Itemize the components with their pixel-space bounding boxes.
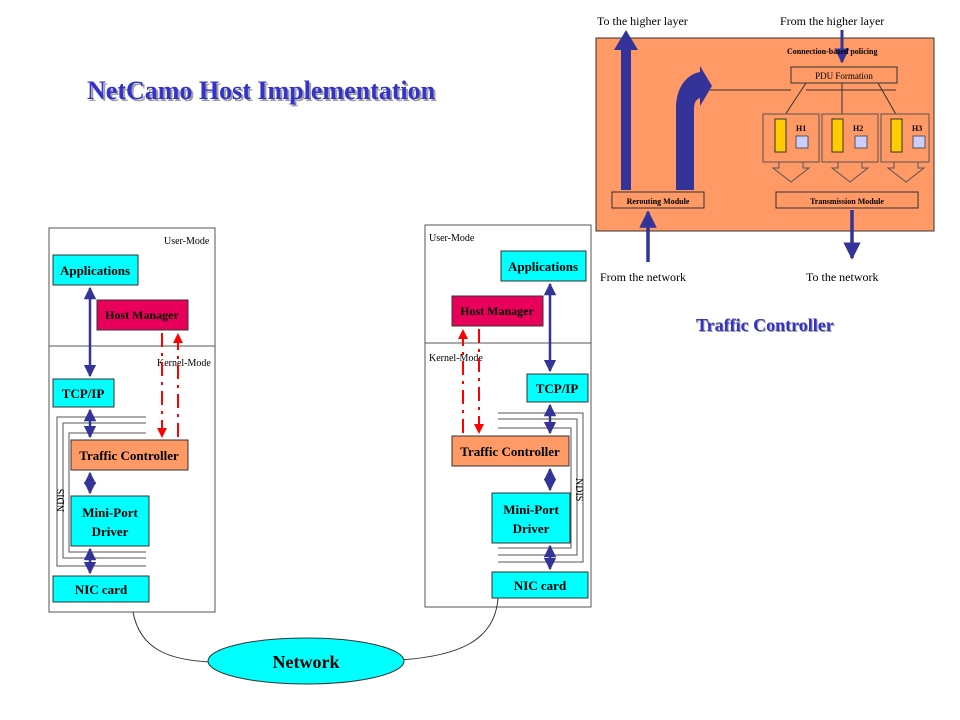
tc-rerouting-label: Rerouting Module: [627, 197, 690, 206]
host-1-miniport-box: [70, 495, 150, 547]
host-1-miniport-line2: Driver: [92, 524, 129, 539]
tc-queue-h1: H1: [762, 113, 820, 183]
host-2-ndis-label: NDIS: [573, 478, 584, 501]
host-1-applications-label: Applications: [60, 263, 130, 278]
page-title-shadow: NetCamo Host Implementation: [89, 78, 438, 107]
tc-queue-h2-label: H2: [853, 124, 863, 133]
host-2-applications-box: [500, 250, 587, 282]
tc-queue-h3-square: [912, 135, 926, 149]
host-2-traffic-controller-box: [451, 435, 570, 467]
host-1-host-manager-label: Host Manager: [105, 308, 179, 322]
host-1-tcpip-label: TCP/IP: [62, 386, 105, 401]
host-2-ndis-bracket-inner: [498, 418, 578, 556]
host-2-host-manager-label: Host Manager: [460, 304, 534, 318]
host-1-ndis-label: NDIS: [56, 489, 67, 512]
tc-queue-h2: H2: [821, 113, 879, 183]
tc-queue-h2-square: [854, 135, 868, 149]
host-2-miniport-box: [491, 492, 571, 544]
tc-to-higher-label: To the higher layer: [597, 14, 688, 28]
host-1-ndis-bracket: [56, 416, 146, 567]
tc-from-network-label: From the network: [600, 270, 686, 284]
tc-pdu-box: [790, 66, 898, 84]
tc-queue-h3: H3: [880, 113, 930, 183]
page-title: NetCamo Host Implementation: [87, 76, 436, 105]
host-2-traffic-controller-label: Traffic Controller: [460, 444, 560, 459]
tc-branch-h3: [877, 82, 899, 119]
tc-to-network-label: To the network: [806, 270, 878, 284]
host-1: User-Mode Kernel-Mode NDIS Applications …: [48, 227, 216, 613]
host-2-miniport-line1: Mini-Port: [503, 502, 559, 517]
host-2-ndis-bracket: [498, 412, 584, 563]
host-1-nic-box: [52, 575, 150, 603]
host-1-user-mode-label: User-Mode: [164, 236, 210, 247]
network-ellipse: [207, 637, 405, 685]
tc-caption-shadow: Traffic Controller: [697, 316, 835, 336]
host-2-nic-label: NIC card: [514, 578, 567, 593]
network-cable-right: [399, 597, 499, 661]
tc-pdu-label: PDU Formation: [815, 71, 873, 81]
host-1-traffic-controller-box: [70, 439, 189, 471]
host-1-applications-box: [52, 254, 139, 286]
network-label: Network: [273, 652, 340, 672]
host-1-host-manager-box: [96, 299, 189, 331]
tc-transmission-box: [775, 191, 919, 209]
tc-caption: Traffic Controller: [696, 315, 834, 335]
tc-queue-h3-label: H3: [912, 124, 922, 133]
host-1-nic-label: NIC card: [75, 582, 128, 597]
network-cable-left: [132, 611, 211, 663]
host-1-kernel-mode-label: Kernel-Mode: [157, 358, 211, 369]
tc-queue-h3-bar: [890, 118, 903, 153]
host-1-tcpip-box: [52, 378, 115, 408]
tc-from-higher-label: From the higher layer: [780, 14, 884, 28]
host-2: User-Mode Kernel-Mode NDIS Applications …: [424, 224, 592, 608]
host-2-miniport-line2: Driver: [513, 521, 550, 536]
tc-detail: To the higher layer From the higher laye…: [595, 14, 935, 284]
tc-up-arrow: [614, 30, 638, 190]
host-1-miniport-line1: Mini-Port: [82, 505, 138, 520]
host-1-kernel-frame: [48, 345, 216, 613]
host-2-host-manager-box: [451, 295, 544, 327]
tc-branch-h1: [782, 82, 807, 119]
host-1-ndis-bracket-inner2: [68, 432, 146, 553]
tc-queue-h1-bar: [774, 118, 787, 153]
host-2-kernel-mode-label: Kernel-Mode: [429, 353, 483, 364]
host-2-user-mode-label: User-Mode: [429, 233, 475, 244]
host-2-nic-box: [491, 571, 589, 599]
tc-transmission-label: Transmission Module: [810, 197, 884, 206]
tc-policing-label: Connection-based policing: [787, 47, 877, 56]
tc-rerouting-box: [611, 191, 705, 209]
host-2-ndis-bracket-inner2: [498, 427, 572, 549]
tc-queue-h1-label: H1: [796, 124, 806, 133]
tc-queue-h1-square: [795, 135, 809, 149]
host-2-tcpip-label: TCP/IP: [536, 381, 579, 396]
tc-curved-arrow: [676, 66, 712, 190]
tc-queue-h2-bar: [831, 118, 844, 153]
host-2-tcpip-box: [526, 373, 589, 403]
host-2-applications-label: Applications: [508, 259, 578, 274]
host-1-traffic-controller-label: Traffic Controller: [79, 448, 179, 463]
host-1-ndis-bracket-inner: [62, 422, 146, 559]
